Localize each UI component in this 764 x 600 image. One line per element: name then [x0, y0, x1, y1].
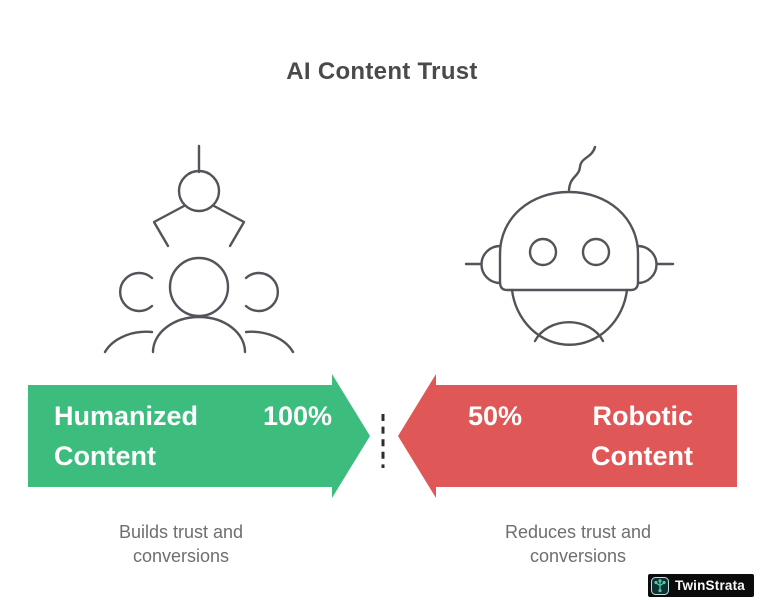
humanized-arrow-label: Humanized Content	[54, 400, 199, 472]
dashed-divider	[381, 414, 385, 468]
robotic-percent: 50%	[468, 400, 523, 431]
humanized-caption: Builds trust and conversions	[118, 522, 244, 566]
molecule-icon	[651, 576, 669, 595]
claw-crowd-icon	[103, 144, 295, 354]
robot-icon	[464, 145, 675, 346]
brand-badge: TwinStrata	[648, 574, 755, 597]
brand-badge-label: TwinStrata	[675, 578, 746, 593]
robotic-arrow: 50% Robotic Content	[398, 374, 737, 498]
page-title: AI Content Trust	[286, 58, 478, 85]
humanized-arrow: Humanized Content 100%	[28, 374, 370, 498]
robotic-arrow-label: Robotic Content	[591, 400, 693, 472]
robotic-caption: Reduces trust and conversions	[504, 522, 652, 566]
humanized-percent: 100%	[262, 400, 332, 431]
